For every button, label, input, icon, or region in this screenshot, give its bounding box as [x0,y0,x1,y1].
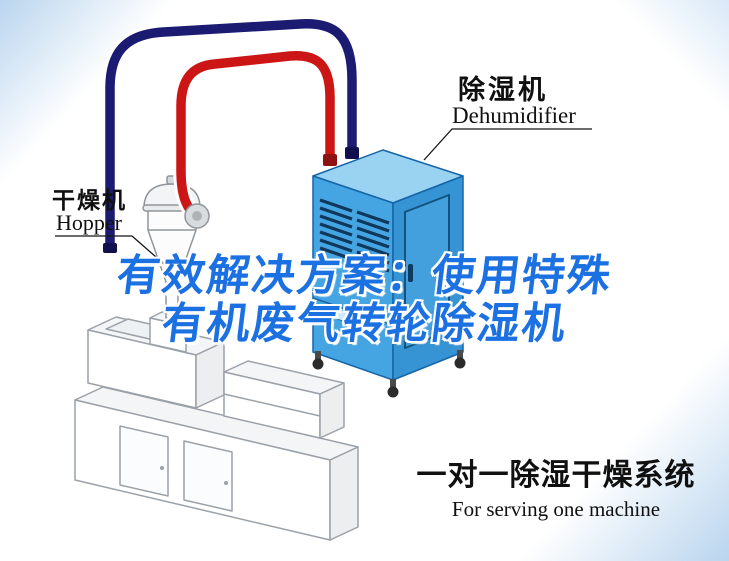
extruder-door [183,440,233,512]
extruder-illustration [74,311,359,541]
return-pipe-navy [105,19,357,250]
vent-grille [319,198,390,273]
dehumidifier-door [404,194,450,349]
hopper-callout-line [55,235,165,265]
extruder-door [119,425,169,497]
headline-line-2: 有机废气转轮除湿机 [159,300,570,348]
pipes [102,16,360,250]
hopper-blower [184,203,210,229]
footer-title-zh: 一对一除湿干燥系统 [416,459,696,492]
dehumidifier-label-zh: 除湿机 [458,75,548,105]
hopper-label-en: Hopper [56,210,122,235]
dehumidifier-callout-line [423,128,592,161]
dehumidifier-label-en: Dehumidifier [452,103,576,128]
dehumidifier-sticker [327,305,353,325]
door-handle [408,264,413,282]
caster-wheels [312,350,466,398]
footer-subtitle-en: For serving one machine [451,497,661,521]
footer-block: 一对一除湿干燥系统 For serving one machine [406,450,706,522]
dehumidifier-illustration [312,149,466,398]
supply-pipe-red [176,51,335,224]
pipe-flanges [103,147,359,253]
hopper-label-zh: 干燥机 [52,187,127,213]
